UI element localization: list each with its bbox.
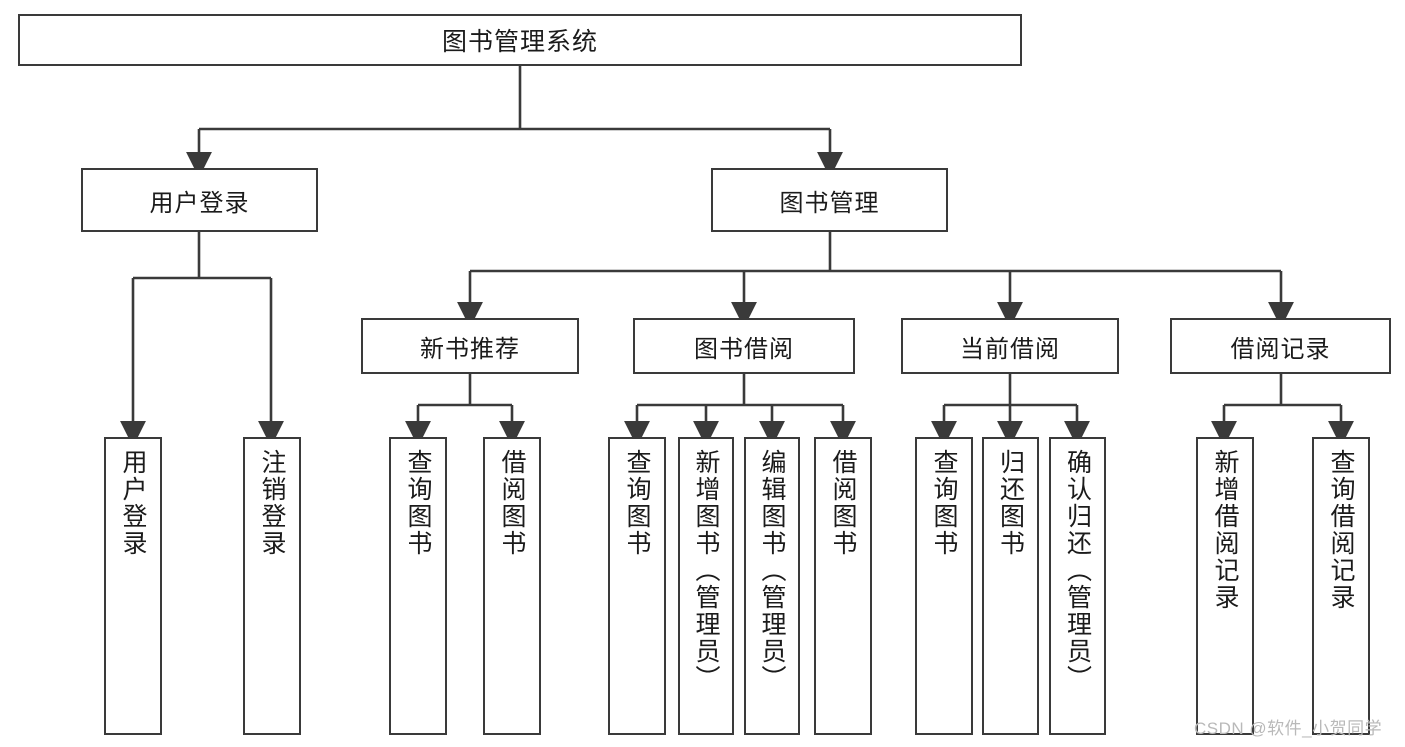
node-label: 查询借阅记录 [1327, 449, 1355, 611]
leaf-add-book-admin[interactable]: 新增图书（管理员） [678, 437, 734, 735]
leaf-edit-book-admin[interactable]: 编辑图书（管理员） [744, 437, 800, 735]
node-book-borrow[interactable]: 图书借阅 [633, 318, 855, 374]
leaf-return-book[interactable]: 归还图书 [982, 437, 1039, 735]
leaf-query-book-current[interactable]: 查询图书 [915, 437, 973, 735]
node-label: 查询图书 [404, 449, 432, 557]
node-borrow-record[interactable]: 借阅记录 [1170, 318, 1391, 374]
node-label: 查询图书 [623, 449, 651, 557]
leaf-confirm-return-admin[interactable]: 确认归还（管理员） [1049, 437, 1106, 735]
leaf-query-borrow-record[interactable]: 查询借阅记录 [1312, 437, 1370, 735]
node-label: 借阅图书 [498, 449, 526, 557]
node-book-management[interactable]: 图书管理 [711, 168, 948, 232]
node-label: 注销登录 [258, 449, 286, 557]
leaf-logout[interactable]: 注销登录 [243, 437, 301, 735]
node-label: 新书推荐 [420, 335, 520, 363]
node-label: 图书管理 [779, 189, 880, 217]
node-user-login[interactable]: 用户登录 [81, 168, 318, 232]
node-current-borrow[interactable]: 当前借阅 [901, 318, 1119, 374]
node-label: 当前借阅 [960, 335, 1060, 363]
node-label: 新增图书（管理员） [692, 449, 720, 692]
node-label: 新增借阅记录 [1211, 449, 1239, 611]
csdn-watermark: CSDN @软件_小贺同学 [1194, 719, 1383, 738]
node-label: 图书管理系统 [441, 28, 598, 56]
node-label: 用户登录 [119, 449, 147, 557]
node-label: 用户登录 [149, 189, 250, 217]
node-root-library-system[interactable]: 图书管理系统 [18, 14, 1022, 66]
node-label: 确认归还（管理员） [1063, 449, 1092, 692]
leaf-query-book-borrow[interactable]: 查询图书 [608, 437, 666, 735]
node-new-book-recommend[interactable]: 新书推荐 [361, 318, 579, 374]
leaf-user-login[interactable]: 用户登录 [104, 437, 162, 735]
node-label: 编辑图书（管理员） [758, 449, 786, 692]
node-label: 借阅记录 [1230, 335, 1331, 363]
leaf-add-borrow-record[interactable]: 新增借阅记录 [1196, 437, 1254, 735]
leaf-borrow-book[interactable]: 借阅图书 [814, 437, 872, 735]
leaf-query-book-recommend[interactable]: 查询图书 [389, 437, 447, 735]
node-label: 图书借阅 [694, 335, 794, 363]
node-label: 查询图书 [930, 449, 958, 557]
node-label: 归还图书 [996, 449, 1025, 557]
node-label: 借阅图书 [829, 449, 857, 557]
leaf-borrow-book-recommend[interactable]: 借阅图书 [483, 437, 541, 735]
